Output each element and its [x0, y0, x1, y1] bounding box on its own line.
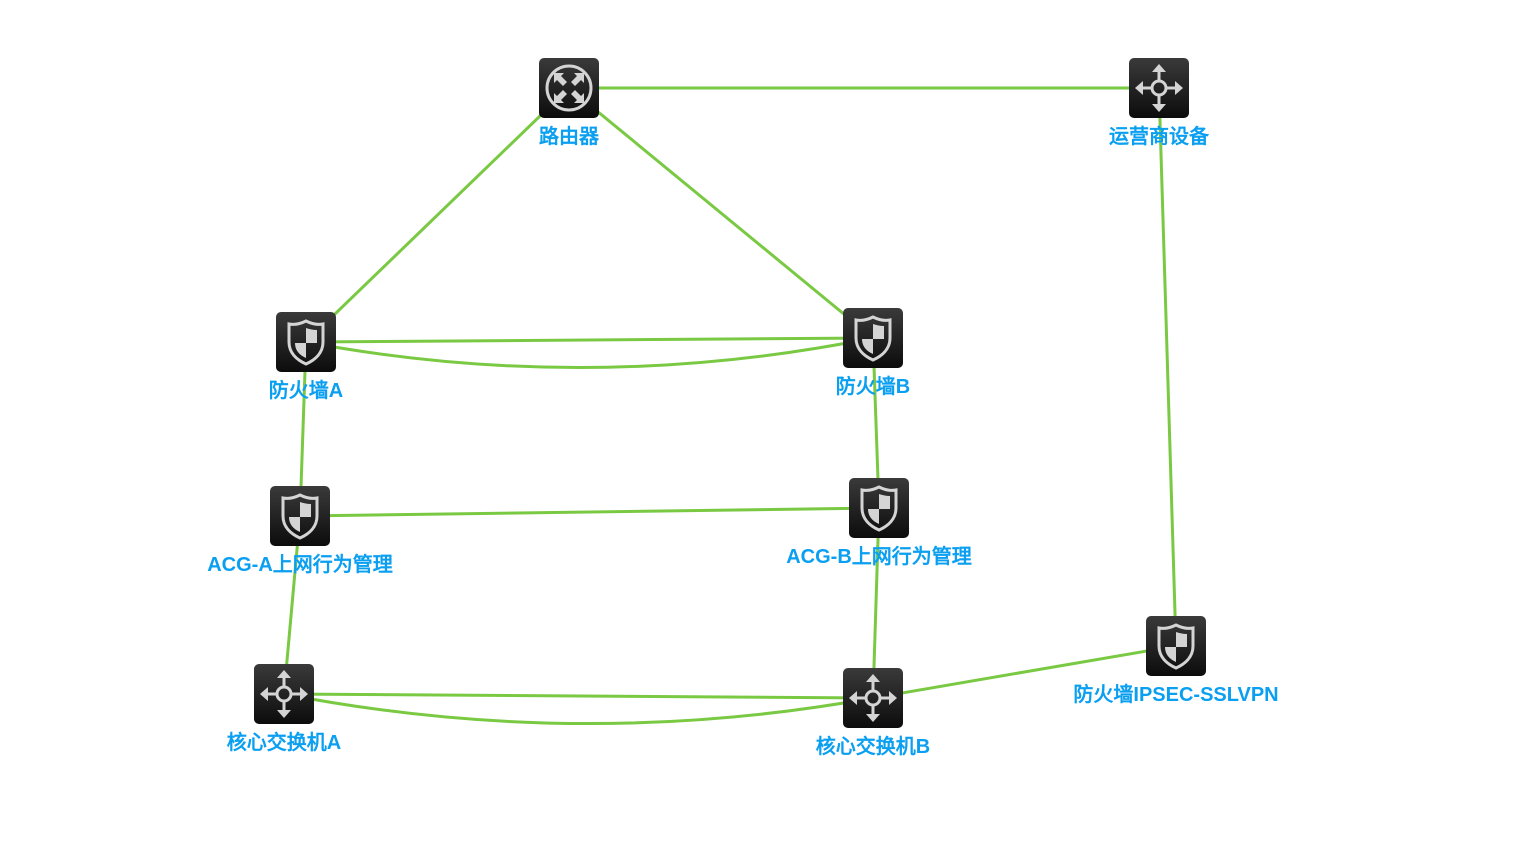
- router-icon[interactable]: [539, 58, 599, 118]
- link-router-fwB[interactable]: [568, 86, 874, 340]
- node-label: 核心交换机A: [226, 732, 342, 754]
- switch-icon[interactable]: [1129, 58, 1189, 118]
- link-isp-fwVpn[interactable]: [1157, 87, 1178, 647]
- node-firewall-vpn[interactable]: 防火墙IPSEC-SSLVPN: [1073, 616, 1279, 706]
- node-firewall-a[interactable]: 防火墙A: [269, 312, 343, 402]
- node-label: 防火墙IPSEC-SSLVPN: [1073, 684, 1279, 706]
- firewall-shield-icon[interactable]: [276, 312, 336, 372]
- switch-icon[interactable]: [843, 668, 903, 728]
- node-acg-b[interactable]: ACG-B上网行为管理: [786, 478, 972, 568]
- node-label: 核心交换机B: [815, 736, 931, 758]
- firewall-shield-icon[interactable]: [843, 308, 903, 368]
- node-firewall-b[interactable]: 防火墙B: [836, 308, 910, 398]
- node-label: ACG-B上网行为管理: [786, 546, 972, 568]
- node-label: ACG-A上网行为管理: [207, 554, 393, 576]
- link-acgA-acgB[interactable]: [299, 506, 880, 518]
- link-coreA-coreB[interactable]: [283, 692, 874, 700]
- node-core-switch-a[interactable]: 核心交换机A: [227, 664, 341, 754]
- link-acgB-coreB[interactable]: [871, 507, 881, 699]
- node-label: 防火墙B: [835, 376, 911, 398]
- node-label: 防火墙A: [268, 380, 344, 402]
- node-label: 运营商设备: [1109, 126, 1209, 148]
- switch-icon[interactable]: [254, 664, 314, 724]
- node-router[interactable]: 路由器: [539, 58, 599, 148]
- link-fwA-fwB[interactable]: [305, 336, 874, 344]
- node-label: 路由器: [539, 126, 599, 148]
- firewall-shield-icon[interactable]: [1146, 616, 1206, 676]
- node-acg-a[interactable]: ACG-A上网行为管理: [207, 486, 393, 576]
- firewall-shield-icon[interactable]: [270, 486, 330, 546]
- node-core-switch-b[interactable]: 核心交换机B: [816, 668, 930, 758]
- link-coreA-coreB-curved[interactable]: [283, 692, 874, 726]
- link-fwA-fwB-curved[interactable]: [305, 336, 874, 369]
- node-isp-device[interactable]: 运营商设备: [1109, 58, 1209, 148]
- firewall-shield-icon[interactable]: [849, 478, 909, 538]
- link-coreB-fwVpn[interactable]: [872, 644, 1177, 700]
- link-router-fwA[interactable]: [304, 86, 571, 344]
